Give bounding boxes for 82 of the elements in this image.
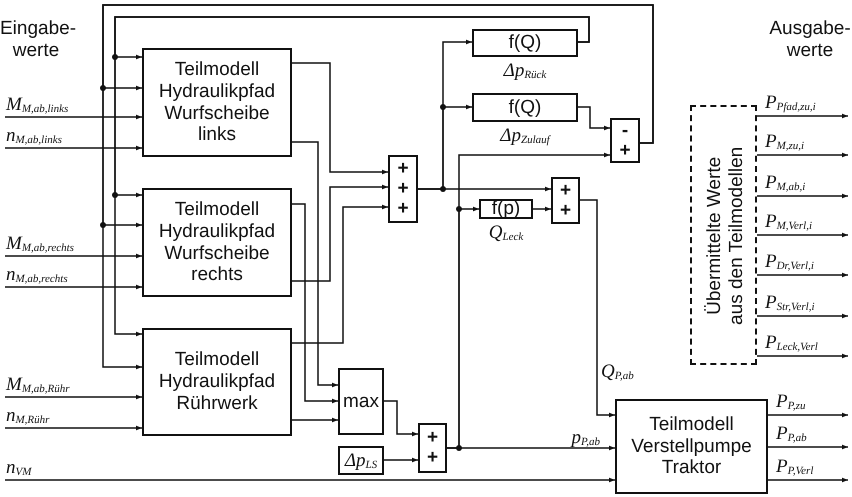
summation-block [388, 155, 418, 223]
block-label: max [343, 390, 379, 412]
arrow [757, 114, 848, 118]
signal-label: P$_{Leck,Verl}$ [765, 333, 818, 353]
arrow [102, 4, 654, 370]
block-label: Teilmodell Hydraulikpfad Wurfscheibe rechts [158, 198, 276, 286]
arrow [292, 62, 388, 174]
arrow [292, 203, 338, 404]
signal-label: Q$_{Leck}$ [488, 223, 524, 243]
signal-label: Δp$_{Zulauf}$ [498, 126, 552, 146]
signal-label: p$_{P,ab}$ [571, 428, 600, 448]
signal-label: P$_{Pfad,zu,i}$ [765, 93, 816, 113]
block-label: Δp$_{LS}$ [344, 450, 378, 470]
arrow [5, 254, 142, 258]
signal-label: M$_{M,ab,rechts}$ [6, 234, 74, 254]
sign-text: - + [618, 120, 632, 160]
arrow [757, 272, 848, 278]
block-label: f(Q) [508, 32, 542, 54]
arrow [533, 206, 551, 212]
submodel-block [142, 328, 292, 436]
signal-label: M$_{M,ab,Rühr}$ [6, 375, 70, 395]
arrow [757, 194, 848, 198]
summation-block [551, 177, 580, 224]
arrow [757, 232, 848, 238]
arrow [292, 184, 388, 282]
function-block [472, 93, 578, 122]
block-label: Teilmodell Hydraulikpfad Rührwerk [158, 349, 276, 415]
function-block [338, 368, 384, 435]
arrow [5, 146, 142, 150]
function-block [472, 29, 578, 57]
arrow [5, 114, 142, 120]
heading-label: Ausgabe- werte [768, 18, 852, 62]
signal-label: P$_{P,Verl}$ [776, 457, 814, 477]
arrow [292, 204, 388, 344]
submodel-block [615, 399, 768, 494]
sign-text: + + [426, 428, 440, 468]
block-label: f(Q) [508, 96, 542, 118]
block-label: Teilmodell Hydraulikpfad Wurfscheibe links [158, 58, 276, 146]
constant-block [338, 446, 384, 475]
arrow [768, 478, 848, 482]
arrow [757, 152, 848, 158]
arrow [768, 412, 848, 418]
arrow [292, 141, 338, 388]
signal-label: P$_{M,Verl,i}$ [765, 212, 812, 232]
signal-label: n$_{M,ab,rechts}$ [6, 265, 68, 285]
dashed-group-box [690, 105, 757, 365]
arrow [5, 394, 142, 400]
submodel-block [142, 48, 292, 157]
sign-text: + + + [396, 159, 410, 219]
block-label: Teilmodell Verstellpumpe Traktor [630, 414, 753, 480]
arrow [384, 458, 418, 462]
signal-label: P$_{M,ab,i}$ [765, 173, 806, 193]
signal-label: Δp$_{Rück}$ [502, 61, 548, 81]
arrow [757, 314, 848, 318]
arrow [757, 354, 848, 358]
signal-label: Q$_{P,ab}$ [601, 362, 634, 382]
arrow [5, 426, 142, 430]
summation-block [610, 118, 640, 163]
arrow [5, 284, 142, 290]
signal-label: n$_{M,Rühr}$ [6, 406, 50, 426]
arrow [114, 16, 590, 336]
arrow [384, 400, 418, 436]
signal-label: P$_{P,zu}$ [776, 392, 806, 412]
arrow [5, 478, 615, 482]
signal-label: n$_{VM}$ [6, 458, 32, 478]
submodel-block [142, 188, 292, 297]
block-label: Übermittelte Werte aus den Teilmodellen [704, 146, 748, 327]
signal-label: n$_{M,ab,links}$ [6, 126, 62, 146]
arrow [292, 418, 338, 422]
signal-label: P$_{P,ab}$ [776, 424, 807, 444]
arrow [447, 152, 610, 449]
signal-label: P$_{M,zu,i}$ [765, 132, 804, 152]
arrow [768, 444, 848, 450]
summation-block [418, 423, 447, 473]
arrow [580, 199, 615, 418]
arrow [418, 104, 472, 190]
arrow [578, 106, 610, 130]
signal-label: P$_{Dr,Verl,i}$ [765, 252, 814, 272]
signal-label: P$_{Str,Verl,i}$ [765, 293, 815, 313]
signal-label: M$_{M,ab,links}$ [6, 95, 68, 115]
function-block [479, 199, 533, 219]
sign-text: + + [558, 180, 572, 220]
